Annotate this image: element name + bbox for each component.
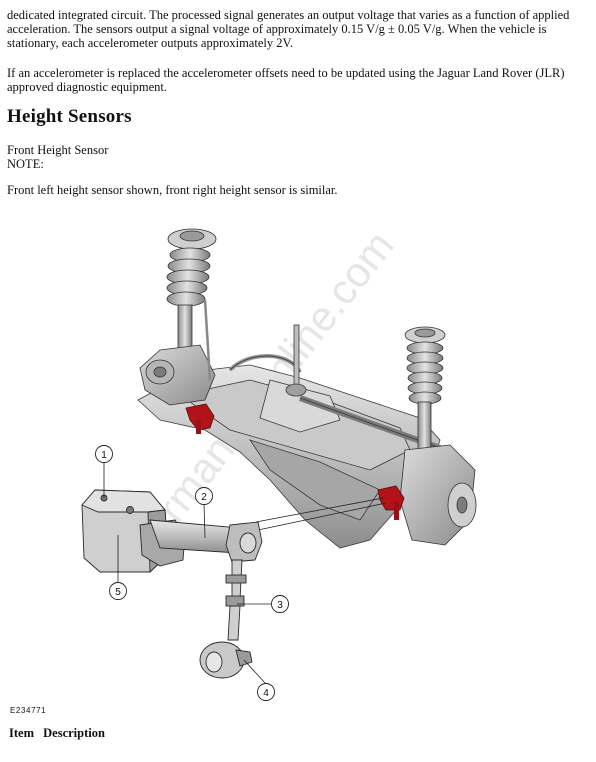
callout-5: 5 (109, 582, 127, 600)
table-header-description: Description (43, 726, 105, 740)
note-label: NOTE: (7, 157, 44, 171)
front-suspension-illustration: carmanualonline.com (81, 222, 477, 701)
callout-4: 4 (257, 683, 275, 701)
paragraph-accelerometer-replacement: If an accelerometer is replaced the acce… (7, 66, 565, 94)
item-table-header: Item Description (9, 726, 111, 740)
figure-code: E234771 (10, 706, 47, 715)
svg-text:2: 2 (201, 492, 207, 503)
height-sensor-detail (81, 489, 263, 679)
left-height-sensor (185, 403, 215, 434)
table-header-item: Item (9, 726, 34, 740)
right-height-sensor (377, 485, 405, 520)
sensor-subtitle: Front Height Sensor (7, 143, 109, 157)
svg-text:5: 5 (115, 587, 121, 598)
paragraph-accelerometer-output: dedicated integrated circuit. The proces… (7, 8, 570, 50)
note-text: Front left height sensor shown, front ri… (7, 183, 338, 197)
callout-leaders (103, 462, 271, 685)
callout-1: 1 (95, 445, 113, 463)
callout-2: 2 (195, 487, 213, 505)
detail-leader-lines (255, 497, 387, 531)
left-strut-assembly (139, 228, 217, 406)
right-strut-assembly (399, 326, 477, 546)
svg-text:1: 1 (101, 450, 107, 461)
callout-3: 3 (271, 595, 289, 613)
section-heading: Height Sensors (7, 106, 132, 127)
subframe (137, 324, 442, 549)
svg-text:3: 3 (277, 600, 283, 611)
svg-text:4: 4 (263, 688, 269, 699)
